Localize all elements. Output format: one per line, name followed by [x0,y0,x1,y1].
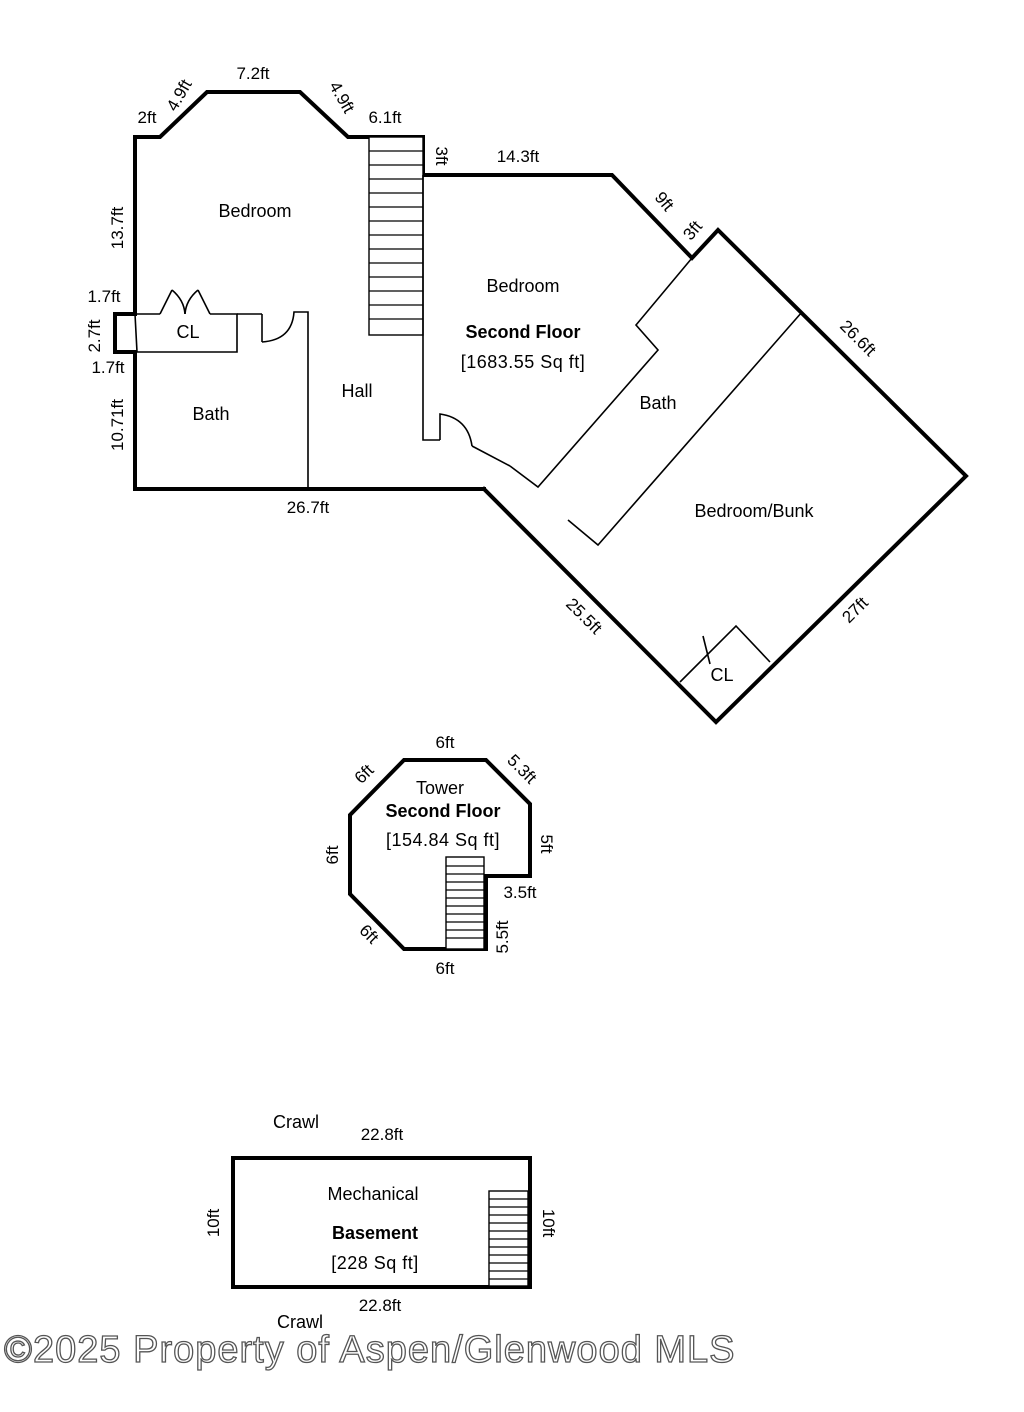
dim-2ft: 2ft [138,108,157,127]
tower-room-label: Tower [416,778,464,798]
tower-dim-top-left: 6ft [351,761,378,788]
floor-area-second: [1683.55 Sq ft] [461,352,586,372]
bunk-closet [679,624,771,683]
tower-floor-title: Second Floor [385,801,500,821]
dim-26-7ft: 26.7ft [287,498,330,517]
bunk-closet-door [702,635,711,665]
bunk-partition [567,311,803,547]
tower-outline [348,758,532,951]
basement-dim-right: 10ft [539,1209,558,1238]
room-label-bedroom-bunk: Bedroom/Bunk [694,501,814,521]
basement-crawl-bottom: Crawl [277,1312,323,1332]
room-label-bedroom-center: Bedroom [486,276,559,296]
tower-dim-bottom: 6ft [436,959,455,978]
dim-4-9ft-b: 4.9ft [325,78,358,116]
dim-7-2ft: 7.2ft [236,64,269,83]
outer-wall-right [421,173,969,725]
tower-dim-notch-vertical: 5.5ft [493,920,512,953]
basement-floor-title: Basement [332,1223,418,1243]
dim-13-7ft: 13.7ft [108,206,127,249]
dim-10-71ft: 10.71ft [108,399,127,451]
dim-9ft: 9ft [651,188,678,215]
second-floor-plan [113,90,969,725]
room-label-closet-bunk: CL [710,665,733,685]
room-label-bedroom-left: Bedroom [218,201,291,221]
hall-door [439,413,473,447]
basement-outline [231,1156,532,1289]
room-label-hall: Hall [341,381,372,401]
watermark: ©2025 Property of Aspen/Glenwood MLS [4,1329,736,1371]
basement-dim-left: 10ft [204,1209,223,1238]
tower-plan [348,758,532,951]
bath-right-wall [509,257,693,489]
room-label-bath-right: Bath [639,393,676,413]
closet-door-left [159,289,186,315]
basement-crawl-top: Crawl [273,1112,319,1132]
hall-diagonal [471,445,511,467]
bath-door-swing [261,311,309,489]
stairs-tower [445,856,485,950]
tower-floor-area: [154.84 Sq ft] [386,830,500,850]
dim-25-5ft: 25.5ft [562,594,606,638]
tower-dim-notch: 3.5ft [503,883,536,902]
dim-1-7ft-b: 1.7ft [91,358,124,377]
dim-3ft-a: 3ft [432,147,451,166]
room-label-bath-left: Bath [192,404,229,424]
floor-title-second: Second Floor [465,322,580,342]
dim-3ft-b: 3ft [679,217,706,244]
closet-wall [134,313,238,353]
hall-partition [422,175,440,441]
basement-dim-top: 22.8ft [361,1125,404,1144]
basement-room-label: Mechanical [327,1184,418,1204]
outer-wall-left [113,90,486,491]
dim-1-7ft-a: 1.7ft [87,287,120,306]
dim-6-1ft: 6.1ft [368,108,401,127]
basement-dim-bottom: 22.8ft [359,1296,402,1315]
basement-plan [231,1156,532,1289]
stairs-main [368,136,424,336]
closet-door-right [184,289,211,315]
dim-14-3ft: 14.3ft [497,147,540,166]
tower-dim-top: 6ft [436,733,455,752]
room-label-closet-left: CL [176,322,199,342]
dim-2-7ft: 2.7ft [85,319,104,352]
tower-dim-right: 5ft [537,835,556,854]
basement-floor-area: [228 Sq ft] [331,1253,419,1273]
tower-dim-left: 6ft [323,845,342,864]
